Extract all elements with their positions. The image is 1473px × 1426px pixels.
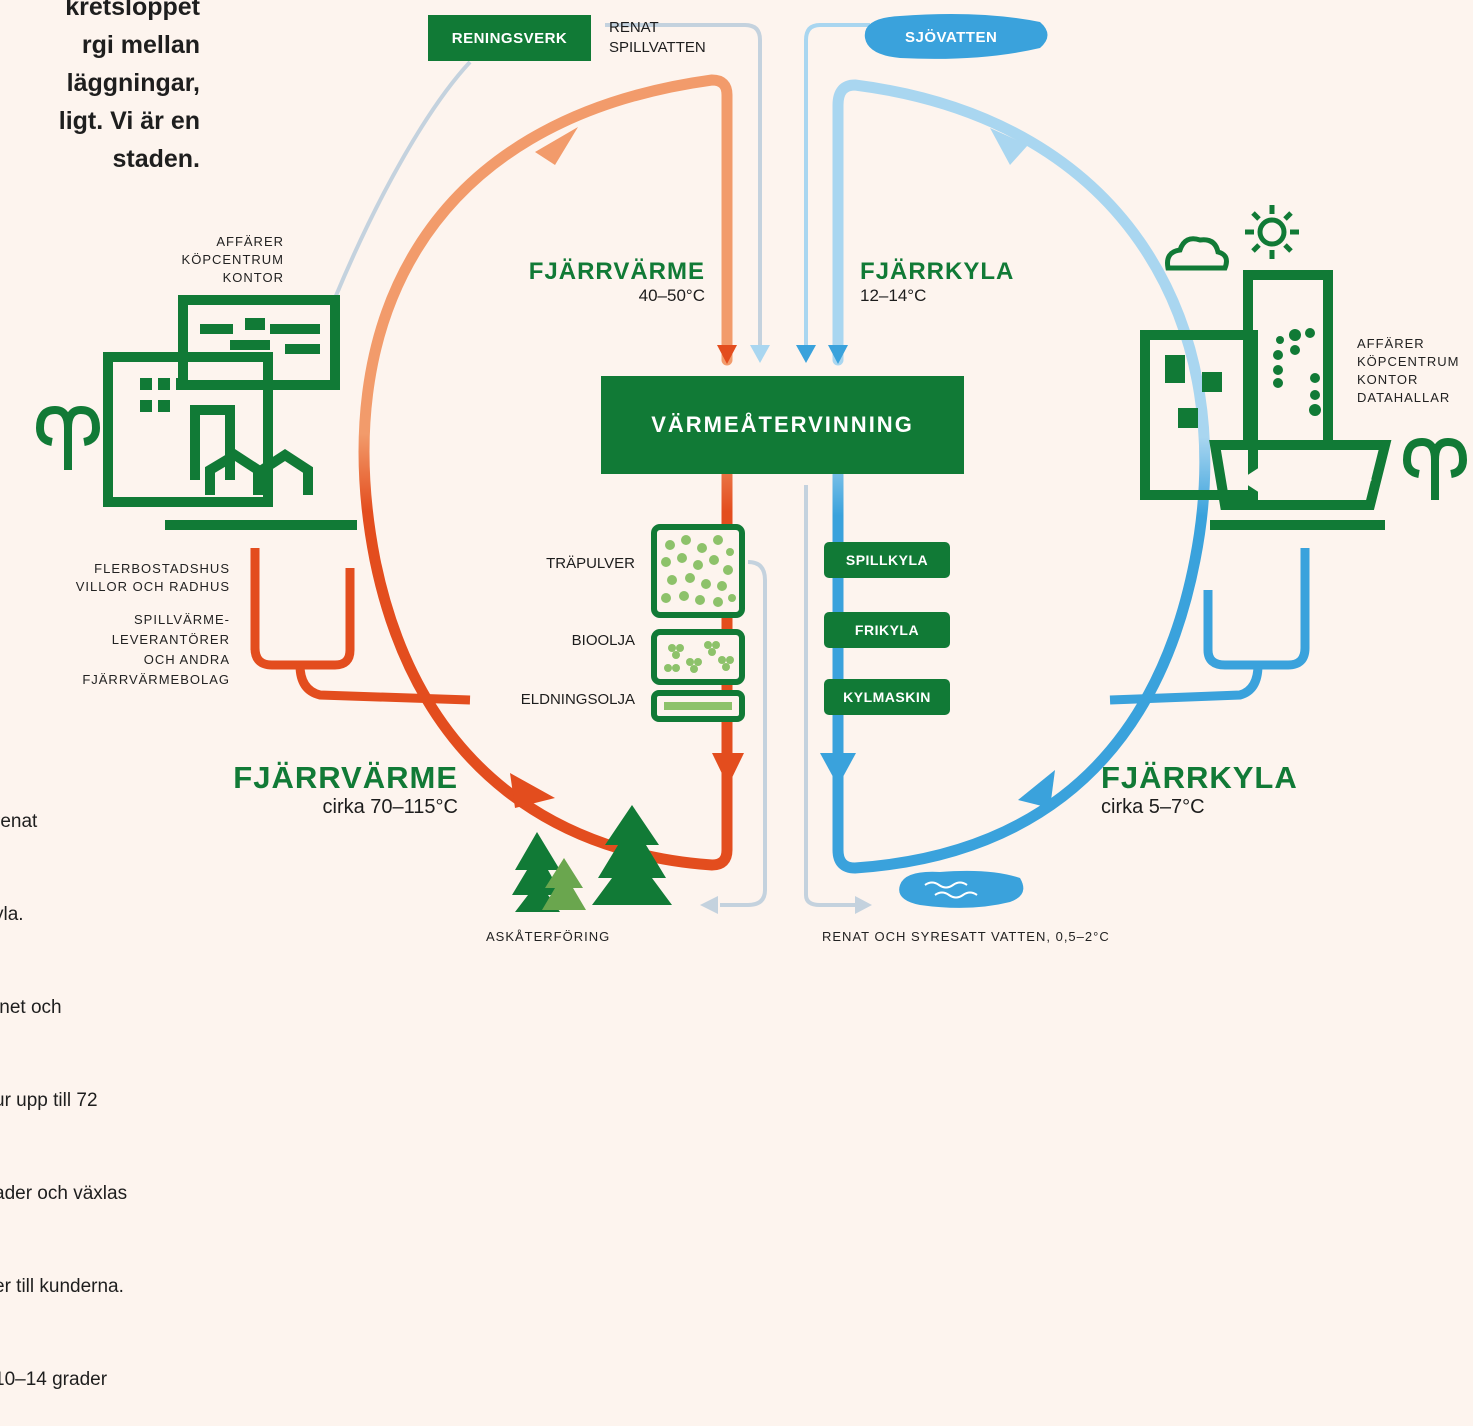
lake-return-line	[804, 485, 855, 907]
customer-label: AFFÄRER	[216, 234, 284, 249]
sjovatten-supply-line	[804, 23, 870, 345]
fuel-label-trapulver: TRÄPULVER	[546, 555, 635, 572]
supplier-label: FJÄRRVÄRMEBOLAG	[82, 672, 230, 687]
wood-powder-dots	[661, 535, 736, 607]
customer-label: KÖPCENTRUM	[181, 252, 284, 267]
cooling-arc	[832, 79, 1211, 874]
sjovatten-shape	[864, 14, 1048, 59]
right-tree-icon	[1402, 437, 1468, 500]
sun-icon	[1245, 205, 1299, 259]
lake-return-arrow	[855, 896, 872, 914]
customer-label: AFFÄRER	[1357, 336, 1425, 351]
intro-line: staden.	[112, 145, 200, 173]
intro-line: ligt. Vi är en	[58, 107, 200, 135]
cooling-kylmaskin: KYLMASKIN	[824, 679, 950, 715]
right-customers: AFFÄRER KÖPCENTRUM KONTOR DATAHALLAR	[1357, 335, 1459, 407]
wastewater-line	[333, 60, 472, 299]
customer-label: VILLOR OCH RADHUS	[75, 579, 230, 594]
tree-small-light-icon	[542, 858, 586, 910]
supplier-label: SPILLVÄRME-	[133, 612, 230, 627]
left-building-illustration	[103, 295, 357, 530]
body-line: yla.	[0, 904, 24, 925]
left-tree-icon	[35, 405, 101, 470]
body-line: tnet och	[0, 997, 62, 1018]
spillvatten-line: SPILLVATTEN	[609, 39, 706, 56]
cooling-branch-right	[1109, 548, 1310, 705]
body-line: renat	[0, 811, 38, 832]
body-line: 10–14 grader	[0, 1369, 108, 1390]
fjarrkyla-outer-label: FJÄRRKYLA cirka 5–7°C	[1101, 760, 1298, 819]
heating-arc	[358, 74, 733, 871]
heating-supply-arrow-top	[717, 345, 737, 364]
body-line: er till kunderna.	[0, 1276, 124, 1297]
lake-waves	[924, 881, 978, 899]
customer-label: KONTOR	[1357, 372, 1419, 387]
cooling-spillkyla: SPILLKYLA	[824, 542, 950, 578]
varmeatervinning-box: VÄRMEÅTERVINNING	[601, 376, 964, 474]
fjarrkyla-inner-temp: 12–14°C	[860, 286, 927, 305]
askaterforing-label: ASKÅTERFÖRING	[486, 929, 611, 944]
fjarrvarme-outer-temp: cirka 70–115°C	[322, 796, 458, 818]
renat-spillvatten-line	[605, 23, 762, 345]
fjarrvarme-inner-temp: 40–50°C	[638, 286, 705, 305]
renat-line: RENAT	[609, 19, 659, 36]
cooling-arc-top-arrow	[990, 128, 1028, 165]
left-mid-customers: FLERBOSTADSHUS VILLOR OCH RADHUS	[40, 560, 230, 596]
body-line: ader och växlas	[0, 1183, 128, 1204]
intro-text: kretsloppet rgi mellan läggningar, ligt.…	[0, 0, 200, 178]
cooling-down-arrow	[820, 753, 856, 786]
fjarrkyla-inner-label: FJÄRRKYLA 12–14°C	[860, 258, 1014, 306]
heating-arc-top-arrow	[535, 127, 578, 165]
fjarrvarme-inner-title: FJÄRRVÄRME	[528, 258, 705, 285]
body-line: ur upp till 72	[0, 1090, 98, 1111]
cooling-frikyla: FRIKYLA	[824, 612, 950, 648]
fjarrkyla-inner-title: FJÄRRKYLA	[860, 258, 1015, 285]
reningsverk-label: RENINGSVERK	[451, 29, 568, 47]
intro-line: rgi mellan	[81, 31, 200, 59]
lake-shape	[899, 870, 1024, 908]
sjovatten-label: SJÖVATTEN	[905, 29, 998, 46]
right-building-illustration	[1140, 270, 1392, 530]
supplier-label: OCH ANDRA	[143, 652, 230, 667]
fjarrvarme-inner-label: FJÄRRVÄRME 40–50°C	[505, 258, 705, 306]
left-top-customers: AFFÄRER KÖPCENTRUM KONTOR	[150, 233, 284, 287]
intro-line: kretsloppet	[65, 0, 200, 21]
tree-small-dark-icon	[512, 832, 562, 912]
fjarrkyla-outer-temp: cirka 5–7°C	[1101, 796, 1205, 818]
customer-label: FLERBOSTADSHUS	[94, 561, 230, 576]
bottom-left-text: renat yla. tnet och ur upp till 72 ader …	[0, 744, 127, 1426]
supplier-label: LEVERANTÖRER	[111, 632, 230, 647]
left-low-suppliers: SPILLVÄRME- LEVERANTÖRER OCH ANDRA FJÄRR…	[40, 610, 230, 690]
cloud-icon	[1165, 236, 1229, 271]
tree-large-icon	[592, 805, 672, 905]
cooling-return-arrow-top	[828, 345, 848, 364]
fjarrvarme-outer-title: FJÄRRVÄRME	[233, 760, 458, 795]
right-building-details	[1165, 328, 1372, 493]
varmeatervinning-label: VÄRMEÅTERVINNING	[651, 412, 914, 437]
wood-powder-box	[651, 524, 745, 618]
fjarrvarme-outer-label: FJÄRRVÄRME cirka 70–115°C	[200, 760, 458, 819]
fjarrkyla-outer-title: FJÄRRKYLA	[1101, 760, 1298, 795]
renat-spillvatten-arrow	[750, 345, 770, 363]
customer-label: KONTOR	[222, 270, 284, 285]
sjovatten-supply-arrow	[796, 345, 816, 363]
heating-arc-bottom-arrow	[510, 773, 555, 808]
left-building-windows	[140, 318, 320, 412]
reningsverk-box: RENINGSVERK	[428, 15, 591, 61]
cooling-arc-bottom-arrow	[1018, 770, 1055, 808]
intro-line: läggningar,	[66, 69, 200, 97]
heating-oil-bar	[664, 702, 732, 710]
diagram-graphics	[35, 14, 1468, 914]
heating-down-arrow	[712, 753, 744, 786]
ash-return-arrow	[700, 896, 718, 914]
customer-label: DATAHALLAR	[1357, 390, 1451, 405]
renat-spillvatten-label: RENAT SPILLVATTEN	[609, 18, 706, 58]
heating-branch-left	[250, 548, 471, 705]
customer-label: KÖPCENTRUM	[1357, 354, 1460, 369]
renat-syresatt-label: RENAT OCH SYRESATT VATTEN, 0,5–2°C	[822, 929, 1110, 944]
fuel-label-bioolja: BIOOLJA	[571, 632, 635, 649]
fuel-label-eldningsolja: ELDNINGSOLJA	[520, 691, 635, 708]
bio-oil-drops	[664, 641, 734, 673]
ash-return-line	[720, 560, 767, 907]
